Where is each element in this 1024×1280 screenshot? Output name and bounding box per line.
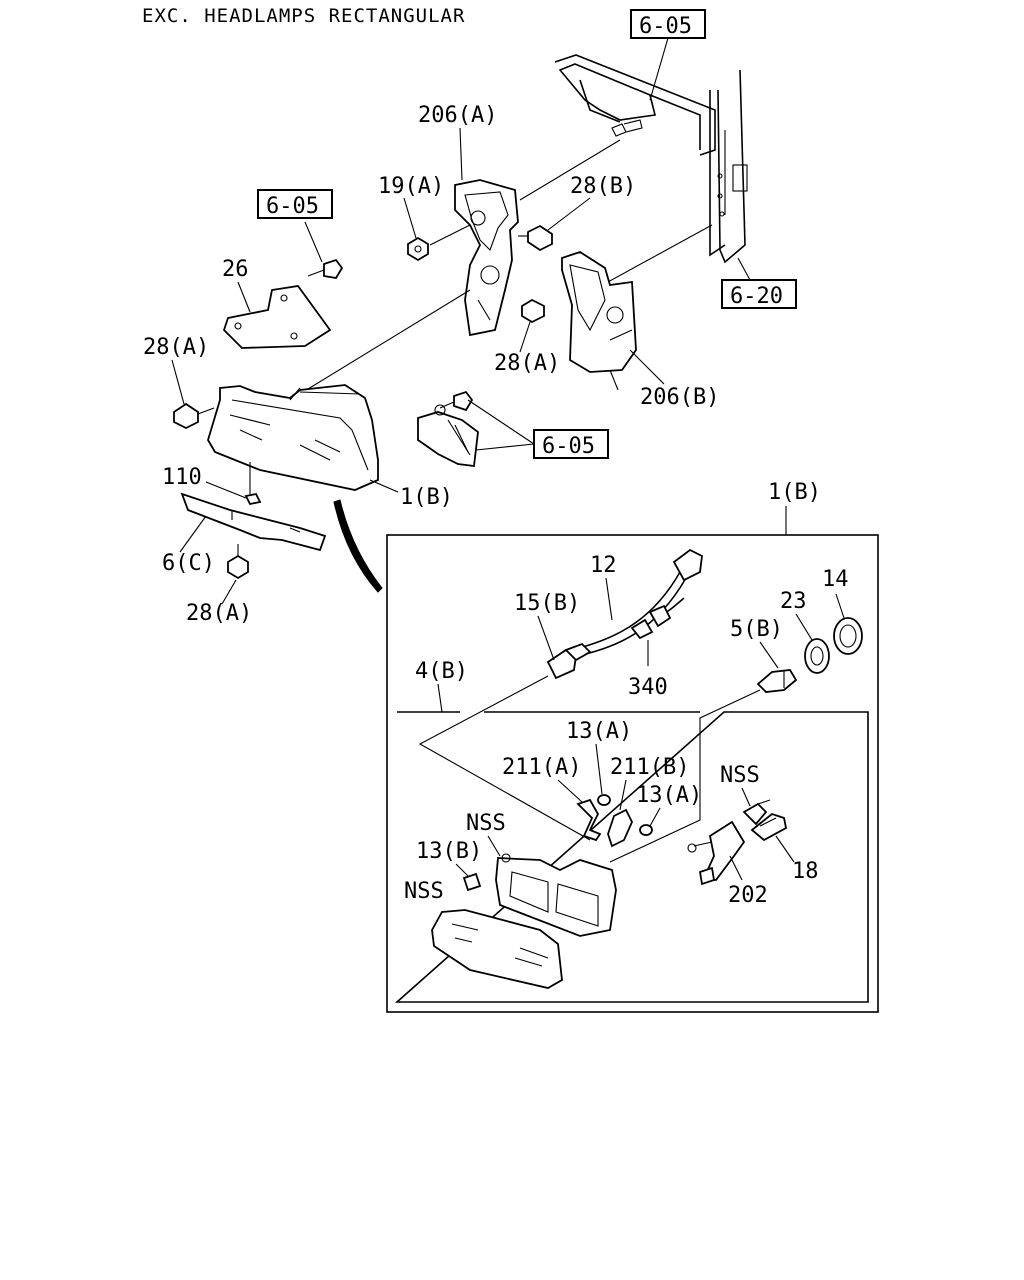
label-23: 23 (780, 589, 807, 614)
screw-13a-lower (639, 824, 653, 836)
label-19a: 19(A) (378, 174, 444, 199)
label-13a-upper: 13(A) (566, 719, 632, 744)
frame-structure (554, 54, 748, 264)
bracket-206a (454, 179, 519, 337)
detail-arrow (333, 499, 383, 593)
screw-18 (750, 812, 788, 842)
bolt-mid (439, 390, 474, 412)
label-206b: 206(B) (640, 385, 719, 410)
label-28b: 28(B) (570, 174, 636, 199)
headlamp-assembly-1b (207, 384, 379, 491)
label-12: 12 (590, 553, 617, 578)
label-211b: 211(B) (610, 755, 689, 780)
clip-211a (576, 798, 602, 842)
adjuster-nss (742, 799, 771, 826)
bracket-26 (222, 285, 332, 349)
ref-box-605-top[interactable]: 6-05 (630, 9, 706, 101)
label-28a-mid: 28(A) (494, 351, 560, 376)
label-202: 202 (728, 883, 768, 908)
label-110: 110 (162, 465, 202, 490)
label-nss-adjuster: NSS (720, 763, 760, 788)
label-nss-lens: NSS (404, 879, 444, 904)
bolt-28a-left (173, 402, 215, 430)
ref-box-620[interactable]: 6-20 (721, 257, 797, 309)
svg-text:6-05: 6-05 (266, 194, 319, 219)
detail-guides (418, 675, 761, 863)
svg-text:6-20: 6-20 (730, 284, 783, 309)
bolt-upper-left (307, 258, 344, 279)
label-6c: 6(C) (162, 551, 215, 576)
ref-box-605-mid[interactable]: 6-05 (467, 399, 609, 459)
label-28a-bottom: 28(A) (186, 601, 252, 626)
bulb-5b (756, 669, 798, 693)
label-14: 14 (822, 567, 849, 592)
bracket-mid (417, 404, 479, 468)
label-5b: 5(B) (730, 617, 783, 642)
label-1b-detail: 1(B) (768, 480, 821, 505)
diagram-title: EXC. HEADLAMPS RECTANGULAR (142, 5, 465, 27)
screw-13a-upper (597, 794, 611, 806)
frame-studs (611, 119, 643, 137)
label-28a-left: 28(A) (143, 335, 209, 360)
label-4b: 4(B) (415, 659, 468, 684)
seal-14 (833, 617, 863, 655)
retainer-23 (804, 638, 830, 674)
clip-13b (462, 872, 482, 892)
label-206a: 206(A) (418, 103, 497, 128)
label-1b-lamp: 1(B) (400, 485, 453, 510)
label-340: 340 (628, 675, 668, 700)
bolt-28a-mid (521, 298, 545, 324)
label-18: 18 (792, 859, 819, 884)
socket-15b (546, 642, 592, 680)
bolt-28a-bottom (227, 544, 249, 580)
bracket-202 (687, 820, 746, 886)
label-15b: 15(B) (514, 591, 580, 616)
ref-box-605-left[interactable]: 6-05 (257, 189, 333, 263)
clip-110 (244, 462, 262, 506)
clip-211b (607, 808, 633, 848)
label-211a: 211(A) (502, 755, 581, 780)
nut-19a (407, 236, 429, 262)
label-26: 26 (222, 257, 249, 282)
label-nss-housing: NSS (466, 811, 506, 836)
bulb-340 (630, 618, 654, 666)
bolt-28b (518, 224, 553, 252)
label-13b: 13(B) (416, 839, 482, 864)
lamp-lens (431, 909, 563, 989)
bracket-206b (561, 251, 637, 391)
detail-box-outer (386, 534, 879, 1013)
lamp-housing (495, 853, 617, 937)
trim-6c (180, 492, 327, 552)
label-13a-lower: 13(A) (636, 783, 702, 808)
svg-text:6-05: 6-05 (639, 14, 692, 39)
svg-text:6-05: 6-05 (542, 434, 595, 459)
